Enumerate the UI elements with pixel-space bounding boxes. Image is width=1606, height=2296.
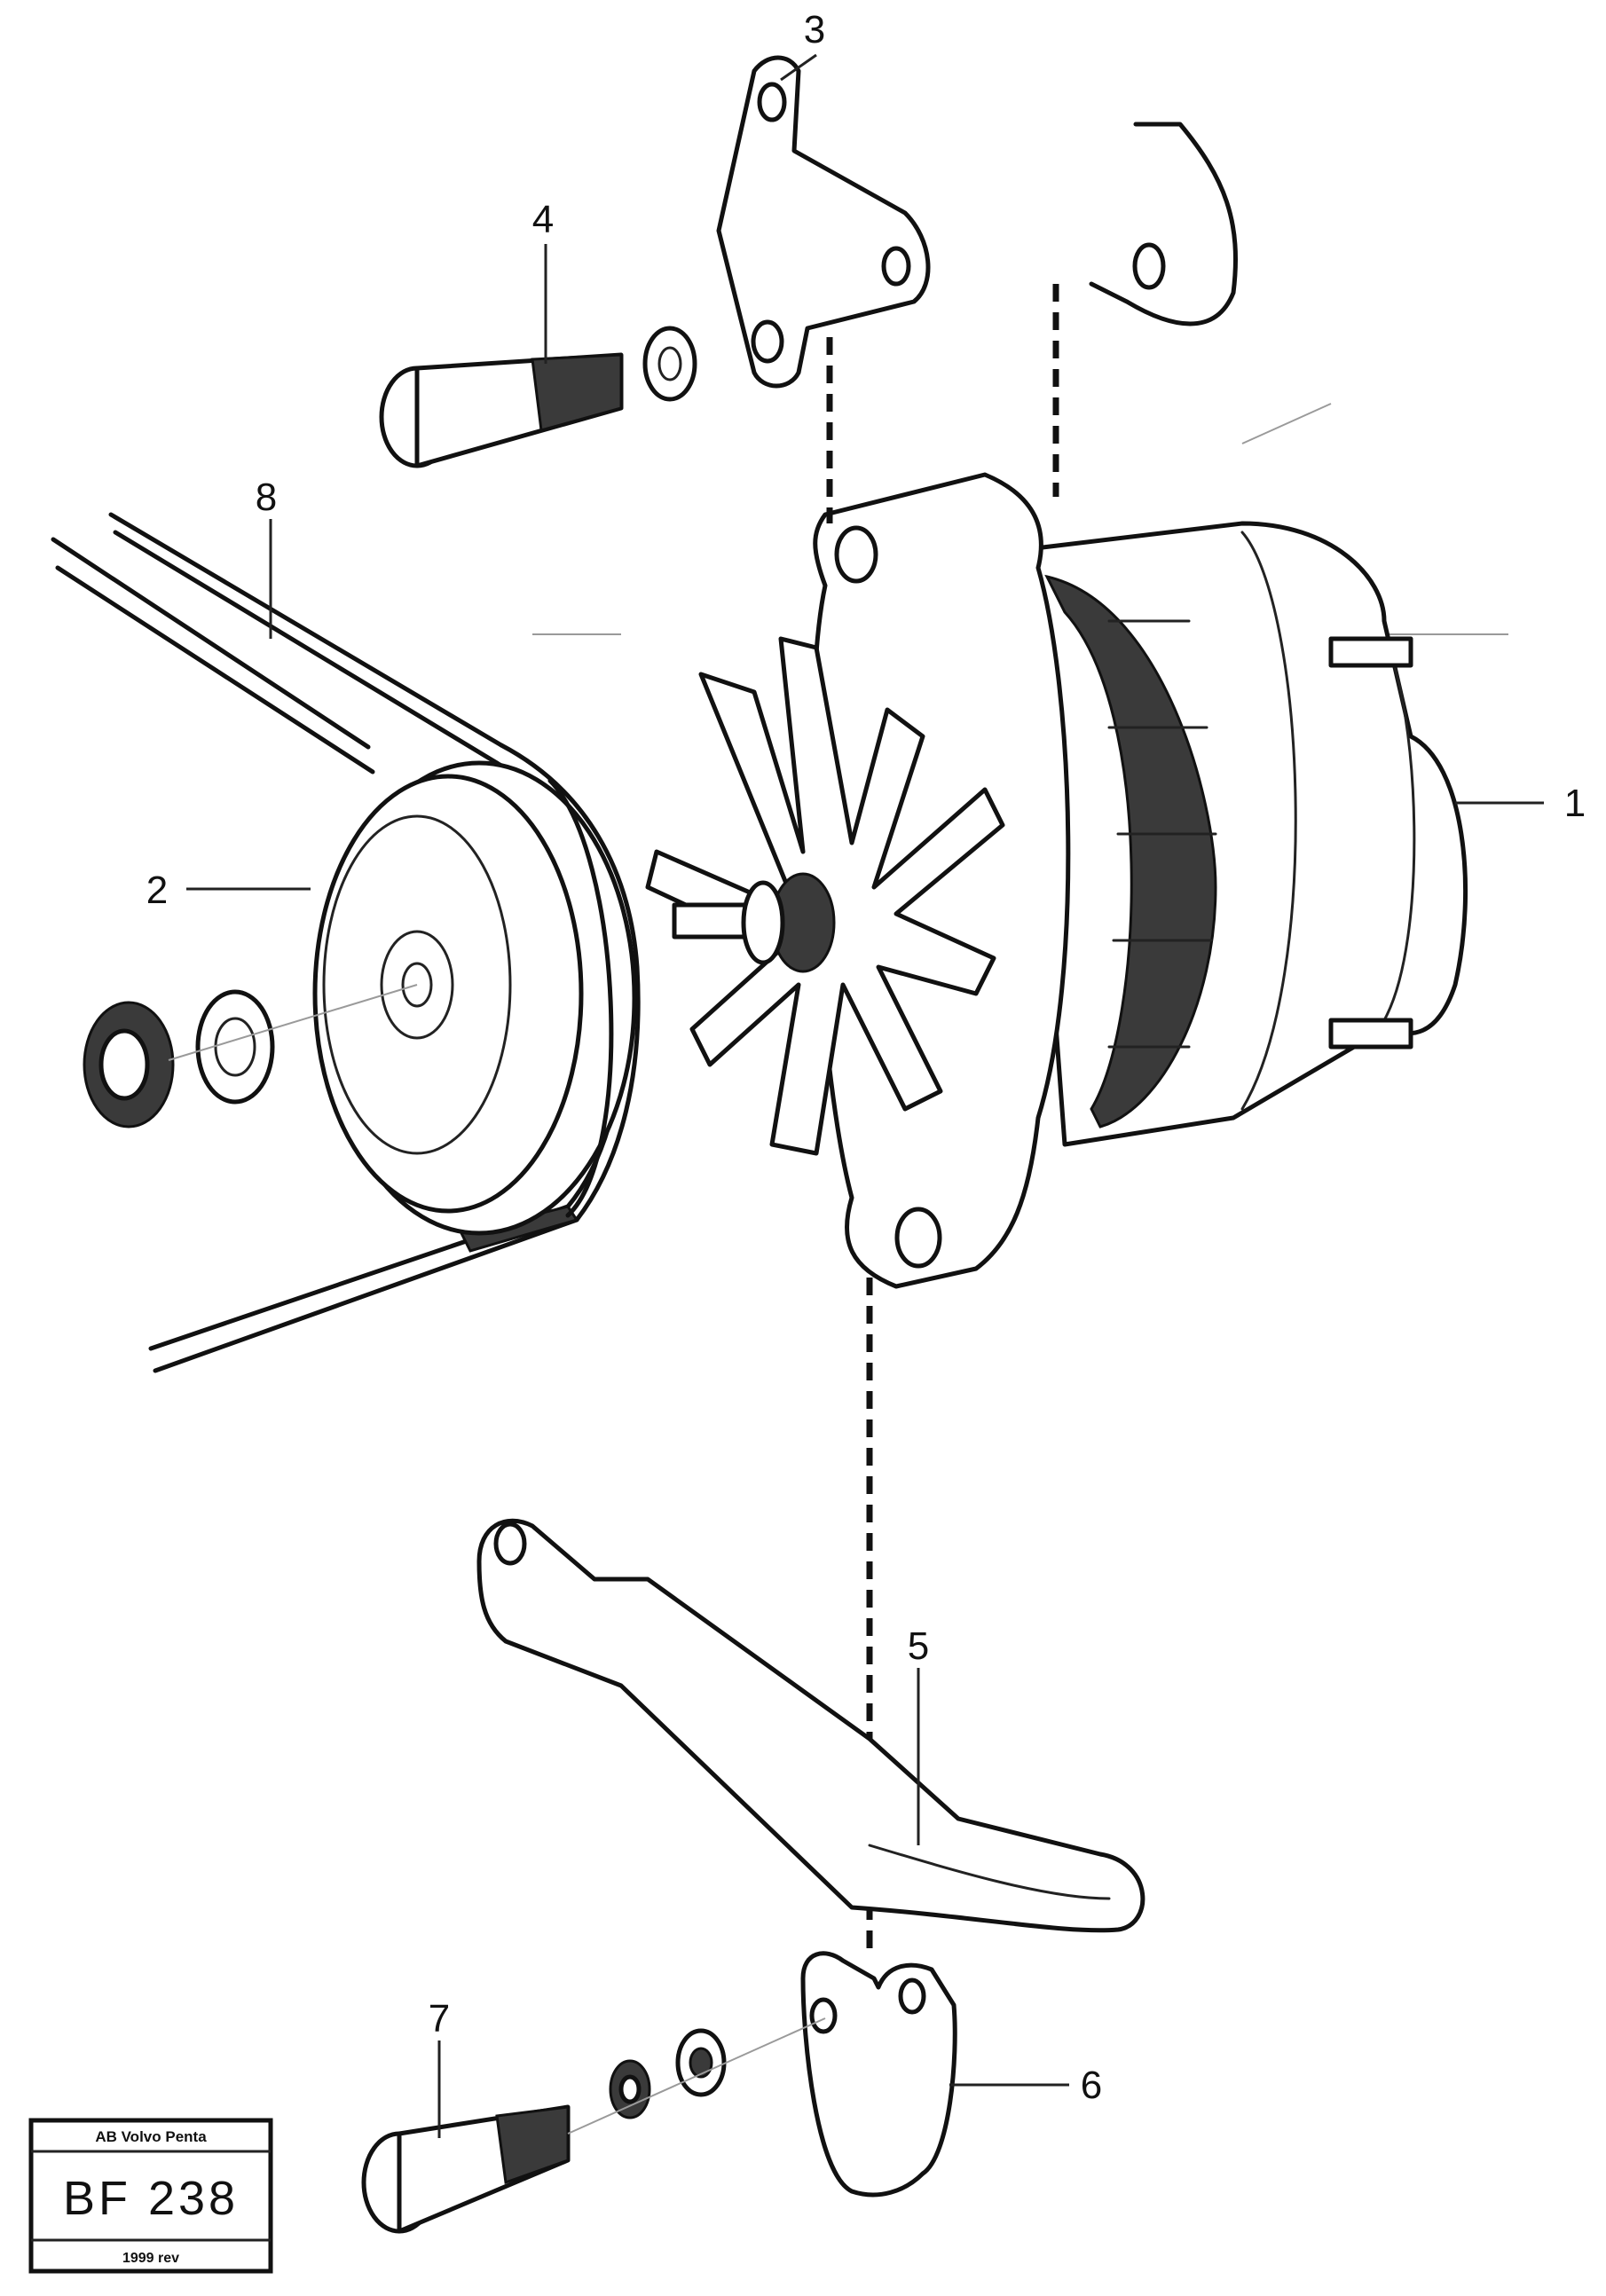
alignment-lines xyxy=(826,284,1059,1952)
callout-7: 7 xyxy=(429,1997,450,2040)
stamp-footer: 1999 rev xyxy=(122,2251,179,2266)
upper-bracket xyxy=(716,55,931,389)
callout-4: 4 xyxy=(532,198,554,241)
callout-5: 5 xyxy=(908,1624,929,1668)
alternator xyxy=(645,472,1468,1289)
lower-bracket xyxy=(800,1951,957,2198)
reference-stamp: AB Volvo Penta BF 238 1999 rev xyxy=(28,2118,273,2274)
callout-3: 3 xyxy=(804,8,825,51)
nut xyxy=(83,1001,175,1128)
lower-bolt xyxy=(361,2017,826,2234)
upper-bolt xyxy=(379,326,697,468)
v-belt xyxy=(51,512,641,1373)
callout-6: 6 xyxy=(1081,2064,1102,2107)
washer xyxy=(195,989,275,1105)
stamp-code: BF 238 xyxy=(63,2172,239,2225)
stamp-header: AB Volvo Penta xyxy=(95,2128,207,2145)
pulley xyxy=(312,760,637,1236)
callout-2: 2 xyxy=(146,869,168,912)
callout-leaders xyxy=(186,53,1544,2138)
callout-labels: 1 2 3 4 5 6 7 8 xyxy=(146,8,1586,2107)
callout-1: 1 xyxy=(1564,782,1586,825)
engine-mounting-ear xyxy=(1089,122,1238,326)
tensioner-bar xyxy=(476,1518,1145,1933)
callout-8: 8 xyxy=(256,476,277,519)
guide-lines xyxy=(532,403,1508,635)
